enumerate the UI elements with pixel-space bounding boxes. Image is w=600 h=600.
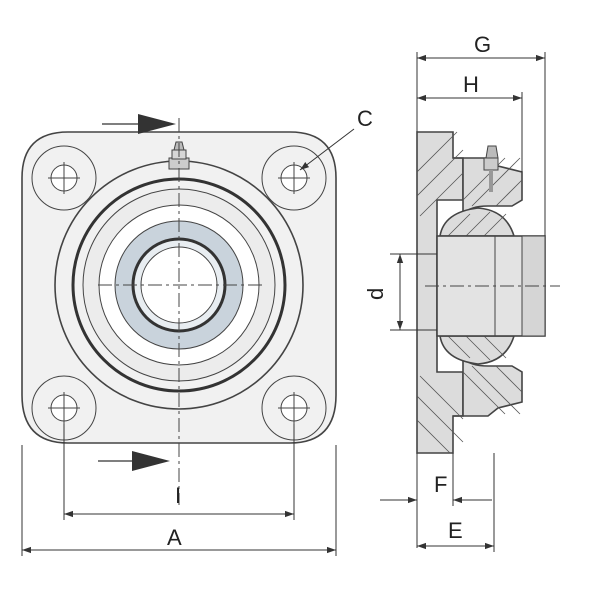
bolt-hole-label: C: [357, 106, 373, 131]
housing-length-label: H: [463, 72, 479, 97]
bolt-hole-bl: [48, 392, 80, 424]
bolt-spacing-label: I: [175, 483, 181, 508]
side-housing-bottom: [453, 355, 523, 417]
total-length-label: G: [474, 32, 491, 57]
bolt-hole-br: [278, 392, 310, 424]
flange-offset-label: F: [434, 472, 447, 497]
section-arrow-bottom: [98, 451, 170, 471]
dim-flange-thickness: [417, 453, 495, 552]
bore-diameter-label: d: [363, 288, 388, 300]
bolt-hole-leader: [299, 128, 355, 171]
dim-overall-width: [21, 445, 337, 556]
side-insert-top: [439, 207, 516, 237]
side-grease-nipple: [483, 145, 499, 192]
section-hatching: [417, 131, 523, 454]
overall-width-label: A: [167, 525, 182, 550]
dim-flange-offset: [380, 453, 492, 548]
side-insert-bottom: [439, 335, 516, 365]
section-arrow-top: [102, 114, 176, 134]
bolt-hole-tl: [48, 162, 80, 194]
front-view: C I A: [21, 106, 373, 556]
dim-bore-diameter: [390, 253, 437, 331]
side-view: G H d F E: [363, 32, 560, 552]
dim-housing-length: [417, 92, 523, 172]
insert-hatching: [447, 211, 507, 361]
dim-total-length: [416, 52, 546, 236]
dim-bolt-spacing: [63, 424, 295, 520]
bolt-hole-tr: [278, 162, 310, 194]
flange-thickness-label: E: [448, 518, 463, 543]
